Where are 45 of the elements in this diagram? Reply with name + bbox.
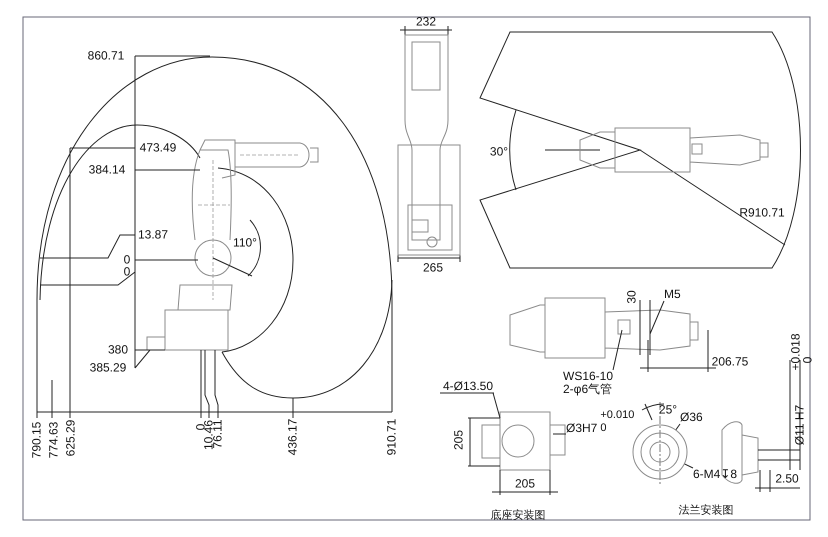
dimension-text: 205 [514, 478, 536, 490]
flange-outer-circle [632, 424, 688, 480]
leader-line [492, 392, 500, 418]
dimension-text: 30 [626, 290, 638, 304]
leader-line [684, 463, 694, 468]
dimension-text: 76.11 [212, 419, 224, 449]
dimension-text: 473.49 [140, 142, 176, 154]
dimension-text: 380 [108, 344, 128, 356]
dimension-text: 0 [124, 254, 130, 266]
dimension-text: 206.75 [712, 356, 748, 368]
callout-text: 6-M4↧8 [693, 468, 738, 481]
dimension-text: 232 [416, 16, 436, 28]
leader-line [675, 424, 680, 431]
dimension-text: 205 [452, 430, 466, 450]
callout-text: Ø36 [680, 411, 703, 424]
dimension-text: 0 [124, 266, 130, 278]
callout-text: M5 [664, 288, 681, 301]
dimension-text: R910.71 [739, 206, 785, 220]
dimension-text: 384.14 [88, 164, 126, 176]
dimension-text: Ø3H7 [566, 422, 598, 435]
leader-line [650, 300, 664, 334]
dimension-text: 25° [658, 404, 678, 416]
dimension-text: 625.29 [64, 420, 78, 456]
dimension-text: 30° [490, 146, 508, 158]
callout-text: WS16-10 [563, 370, 614, 383]
dimension-text: 910.71 [386, 418, 398, 456]
tolerance-upper: +0.010 [600, 409, 634, 422]
dimension-text: 774.63 [48, 422, 60, 458]
dimension-text: 底座安装图 [490, 508, 546, 522]
dimension-text: 790.15 [30, 422, 44, 458]
dimension-text: 385.29 [90, 362, 126, 374]
callout-text: 2-φ6气管 [563, 383, 614, 396]
dimension-text: 0 [802, 356, 814, 364]
dimension-text: 法兰安装图 [678, 504, 734, 516]
dimension-text: 436.17 [286, 418, 300, 456]
dimension-text: +0.018 [790, 333, 802, 371]
dimension-text: 110° [233, 236, 257, 250]
dimension-text: 2.50 [775, 472, 799, 486]
leader-line [612, 330, 622, 370]
dimension-text: 265 [422, 262, 444, 274]
dimension-text: 860.71 [88, 50, 124, 62]
dimension-text: Ø11 H7 [794, 404, 806, 446]
dimension-text: 13.87 [138, 228, 168, 242]
tolerance-lower: 0 [600, 422, 608, 435]
callout-text: 4-Ø13.50 [443, 380, 494, 393]
